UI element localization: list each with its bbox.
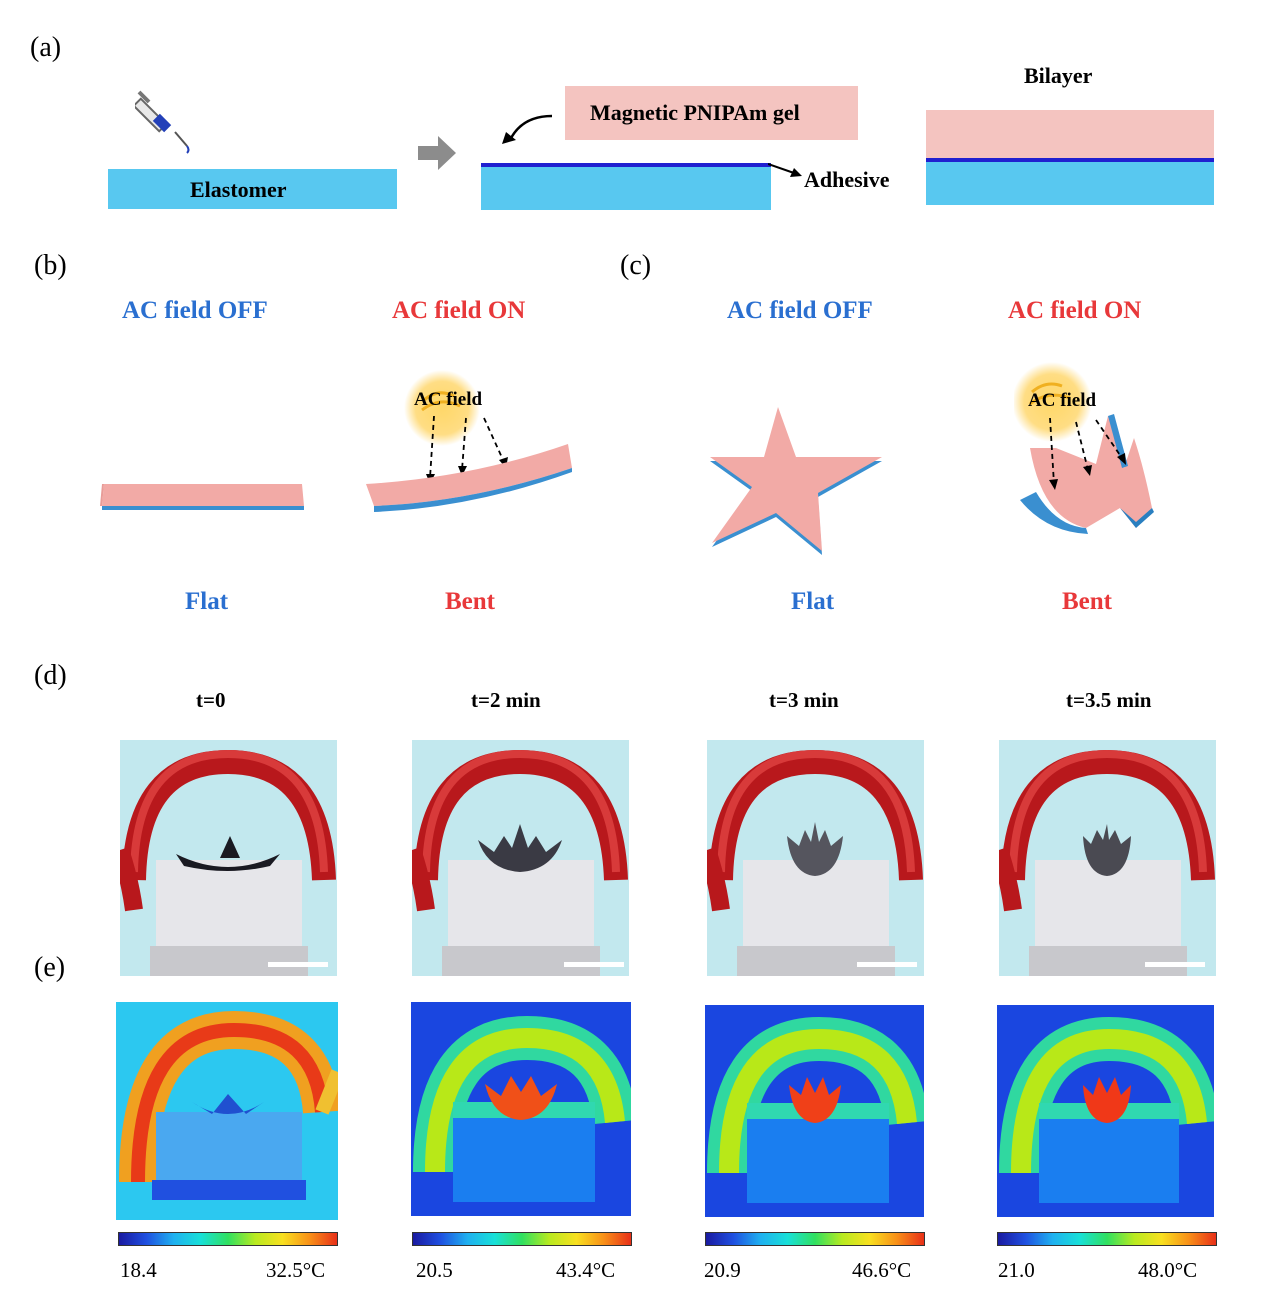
colorbar-2	[412, 1232, 632, 1246]
colorbar-1-min: 18.4	[120, 1258, 157, 1282]
panel-label-b: (b)	[34, 250, 67, 281]
elastomer-label: Elastomer	[190, 177, 287, 202]
elastomer-layer	[108, 169, 397, 209]
thermal-image-2	[411, 1002, 631, 1216]
panel-label-c: (c)	[620, 250, 652, 281]
photo-t3	[707, 740, 924, 976]
gel-label: Magnetic PNIPAm gel	[590, 100, 800, 125]
colorbar-1	[118, 1232, 338, 1246]
adhesive-pointer-icon	[768, 163, 802, 177]
photo-t35	[999, 740, 1216, 976]
flat-sheet-b	[100, 484, 304, 510]
scale-bar	[564, 962, 624, 967]
bilayer-gel	[926, 110, 1214, 158]
colorbar-3-max: 46.6°C	[852, 1258, 912, 1282]
c-off-label: AC field OFF	[727, 297, 873, 324]
time-label-2: t=2 min	[471, 688, 541, 712]
thermal-graphic	[411, 1002, 631, 1216]
photo-t2	[412, 740, 629, 976]
bilayer-adhesive	[926, 158, 1214, 162]
gel-box	[565, 86, 858, 140]
ac-field-glow-icon-c	[1014, 362, 1092, 442]
b-off-label: AC field OFF	[122, 297, 268, 324]
panel-label-e: (e)	[34, 952, 66, 983]
c-bent-label: Bent	[1062, 588, 1112, 615]
time-label-4: t=3.5 min	[1066, 688, 1152, 712]
adhesive-label: Adhesive	[804, 167, 890, 192]
flat-star-c	[710, 407, 882, 555]
elastomer-layer-2	[481, 167, 771, 210]
colorbar-3	[705, 1232, 925, 1246]
syringe-icon	[135, 90, 190, 154]
ac-field-glow-icon	[404, 370, 480, 446]
c-ac-field-label: AC field	[1028, 390, 1097, 411]
thermal-graphic	[116, 1002, 338, 1220]
thermal-graphic	[705, 1005, 924, 1217]
thermal-graphic	[997, 1005, 1214, 1217]
b-flat-label: Flat	[185, 588, 229, 615]
colorbar-4	[997, 1232, 1217, 1246]
bent-sheet-b	[366, 444, 572, 512]
thermal-image-3	[705, 1005, 924, 1217]
thermal-image-4	[997, 1005, 1214, 1217]
photo-t0	[120, 740, 337, 976]
scale-bar	[857, 962, 917, 967]
scale-bar	[1145, 962, 1205, 967]
b-on-label: AC field ON	[392, 297, 526, 324]
b-ac-field-label: AC field	[414, 389, 483, 410]
bilayer-elastomer	[926, 162, 1214, 205]
time-label-1: t=0	[196, 688, 226, 712]
coil-photo-graphic	[412, 740, 629, 976]
curved-arrow-icon	[502, 114, 553, 144]
colorbar-4-min: 21.0	[998, 1258, 1035, 1282]
time-label-3: t=3 min	[769, 688, 839, 712]
c-flat-label: Flat	[791, 588, 835, 615]
coil-photo-graphic	[999, 740, 1216, 976]
bilayer-label: Bilayer	[1024, 63, 1093, 88]
colorbar-2-min: 20.5	[416, 1258, 453, 1282]
panel-label-a: (a)	[30, 32, 62, 63]
scale-bar	[268, 962, 328, 967]
colorbar-1-max: 32.5°C	[266, 1258, 326, 1282]
adhesive-layer	[481, 163, 771, 167]
colorbar-2-max: 43.4°C	[556, 1258, 616, 1282]
c-on-label: AC field ON	[1008, 297, 1142, 324]
field-arrows-c	[1049, 417, 1126, 490]
colorbar-4-max: 48.0°C	[1138, 1258, 1198, 1282]
coil-photo-graphic	[707, 740, 924, 976]
thermal-image-1	[116, 1002, 338, 1220]
panel-label-d: (d)	[34, 660, 67, 691]
colorbar-3-min: 20.9	[704, 1258, 741, 1282]
process-arrow-icon	[418, 136, 456, 170]
coil-photo-graphic	[120, 740, 337, 976]
b-bent-label: Bent	[445, 588, 495, 615]
